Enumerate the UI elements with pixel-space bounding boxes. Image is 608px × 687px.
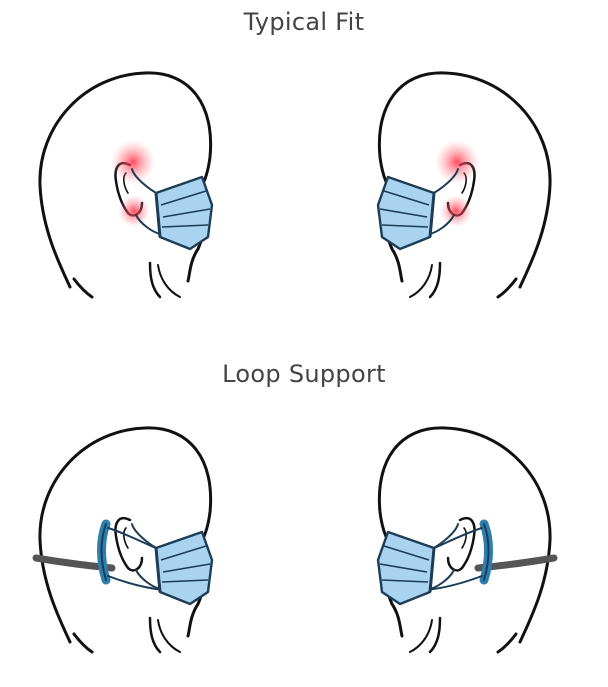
ear-pressure-glow-bottom — [118, 195, 150, 227]
head-with-mask-and-strap-icon — [376, 426, 558, 654]
loop-support-left-figure — [30, 420, 220, 660]
ear-pressure-glow-top — [111, 140, 155, 184]
typical-fit-right-figure — [370, 65, 560, 305]
ear-pressure-glow-bottom — [440, 195, 472, 227]
head-with-mask-and-strap-icon — [32, 426, 214, 654]
typical-fit-title: Typical Fit — [243, 8, 365, 36]
ear-pressure-glow-top — [435, 140, 479, 184]
head-with-mask-icon — [38, 71, 214, 299]
loop-support-right-figure — [370, 420, 560, 660]
head-with-mask-icon — [376, 71, 552, 299]
typical-fit-left-figure — [30, 65, 220, 305]
loop-support-title: Loop Support — [222, 360, 386, 388]
